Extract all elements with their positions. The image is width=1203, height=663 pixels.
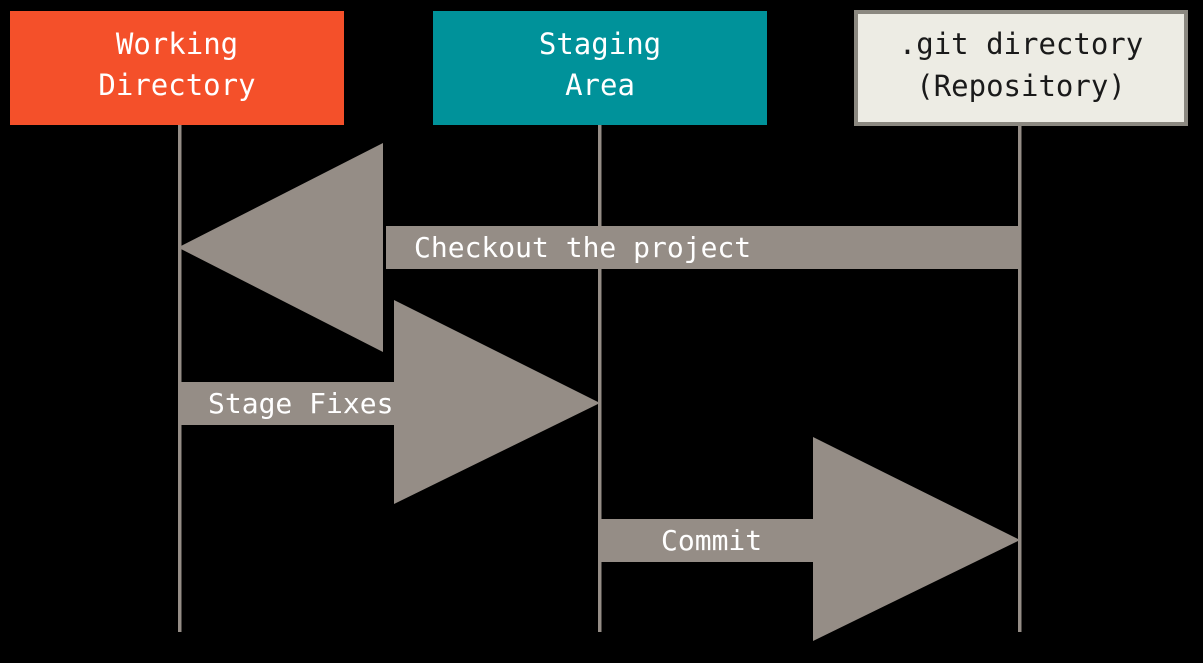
lifeline-repository [1018,125,1022,632]
edge-checkout-label: Checkout the project [414,231,751,264]
node-repository-box[interactable] [854,10,1188,126]
edge-checkout-shaft [386,226,1020,269]
node-working-directory[interactable]: Working Directory [10,11,344,125]
node-staging-area-line2: Area [565,68,635,102]
lifeline-staging-area [598,125,602,632]
edge-stage-fixes-arrowhead [394,300,600,504]
edge-stage-fixes-shaft [178,382,416,425]
edge-stage-fixes: Stage Fixes [178,300,600,504]
node-repository[interactable]: .git directory (Repository) [854,10,1188,126]
edge-stage-fixes-label: Stage Fixes [208,387,393,420]
lifeline-working-directory [178,125,182,632]
edge-commit-label: Commit [661,524,762,557]
node-working-directory-line2: Directory [98,68,255,102]
edge-commit-arrowhead [813,437,1020,641]
edge-checkout: Checkout the project [178,143,1020,352]
node-working-directory-box[interactable] [10,11,344,125]
node-repository-line1: .git directory [899,27,1143,61]
edge-commit: Commit [600,437,1020,641]
edge-checkout-arrowhead [178,143,383,352]
node-staging-area[interactable]: Staging Area [433,11,767,125]
edge-commit-shaft [600,519,836,562]
node-staging-area-box[interactable] [433,11,767,125]
node-repository-line2: (Repository) [916,69,1126,103]
node-staging-area-line1: Staging [539,27,661,61]
node-working-directory-line1: Working [116,27,238,61]
